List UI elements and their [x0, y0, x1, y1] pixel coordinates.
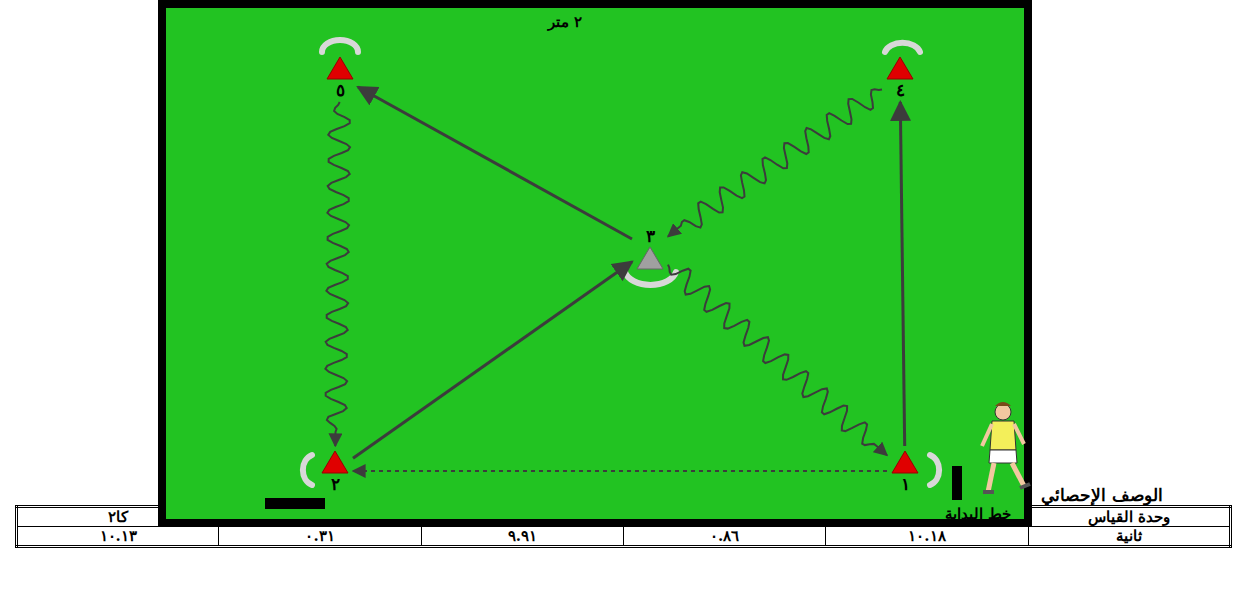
table-cell: ٠.٨٦ — [623, 527, 825, 547]
cone-number: ٤ — [896, 81, 905, 99]
cone-marker: ١ — [890, 449, 920, 493]
cone-marker: ٥ — [325, 55, 355, 99]
player-figure — [982, 402, 1030, 492]
cone-symbol — [320, 449, 350, 475]
table-text: ١٠.١٨ — [908, 527, 945, 545]
start-bar — [952, 466, 962, 500]
table-text: وحدة القياس — [1088, 508, 1170, 526]
cone-number: ٥ — [336, 81, 345, 99]
cone-marker: ٤ — [885, 55, 915, 99]
cone-marker: ٣ — [635, 227, 665, 271]
table-cell: ثانية — [1028, 527, 1230, 547]
cone-symbol — [635, 245, 665, 271]
field-label: خط البداية — [945, 505, 1011, 523]
table-cell: ١٠.١٨ — [826, 527, 1028, 547]
straight-run-arrow — [353, 262, 632, 459]
table-cell: ١٠.١٣ — [17, 527, 219, 547]
table-text: ثانية — [1116, 527, 1142, 545]
table-text: ٩.٩١ — [508, 527, 537, 545]
wavy-run-arrow — [325, 102, 350, 446]
table-cell: وحدة القياس — [1028, 507, 1230, 527]
table-text: ٠.٨٦ — [710, 527, 739, 545]
table-text: كا٢ — [108, 508, 128, 526]
table-text: ٠.٣١ — [305, 527, 334, 545]
cone-symbol — [890, 449, 920, 475]
field-label: ٢ متر — [548, 13, 582, 31]
wavy-run-arrow — [668, 265, 887, 456]
cone-number: ٢ — [331, 475, 340, 493]
cone-symbol — [885, 55, 915, 81]
cone-marker: ٢ — [320, 449, 350, 493]
heading-text: الوصف الإحصائي — [1041, 485, 1163, 505]
cone-symbol — [325, 55, 355, 81]
cone-number: ٣ — [646, 227, 655, 245]
turn-arrows — [303, 40, 939, 485]
wavy-run-arrow — [668, 89, 882, 236]
table-cell: ٩.٩١ — [421, 527, 623, 547]
field — [162, 4, 1028, 523]
straight-run-arrow — [900, 102, 904, 446]
table-text: ١٠.١٣ — [100, 527, 137, 545]
straight-run-arrow — [358, 87, 632, 239]
dotted-run-arrow — [353, 470, 887, 472]
table-cell: ٠.٣١ — [219, 527, 421, 547]
cone-number: ١ — [901, 475, 910, 493]
end-bar — [265, 498, 325, 509]
